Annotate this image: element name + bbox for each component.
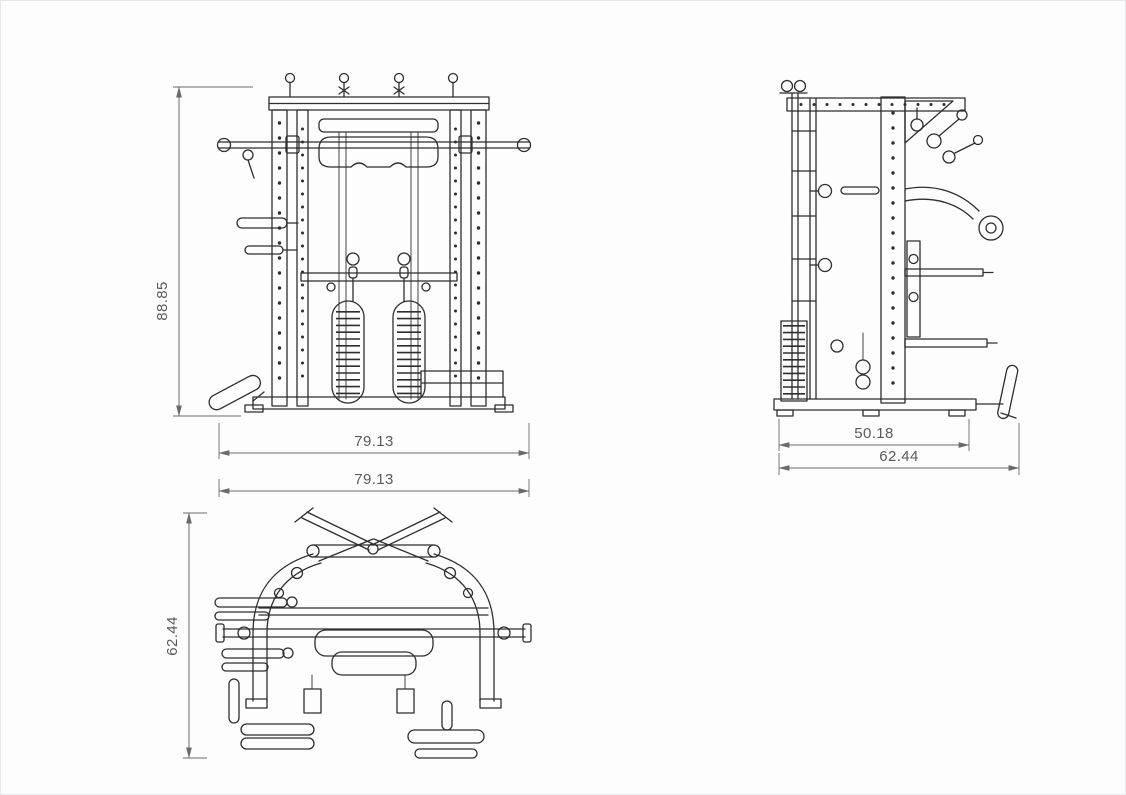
center-pulleys-icon	[346, 252, 411, 302]
guide-rods	[338, 131, 419, 400]
side-adjust-knobs	[910, 107, 984, 164]
side-top-beam	[786, 97, 966, 112]
dim-side-inner: 50.18	[778, 419, 970, 451]
dim-front-width: 79.13	[218, 423, 530, 459]
side-top-pulleys-icon	[779, 79, 808, 94]
dim-label-front-width: 79.13	[354, 433, 394, 450]
front-uprights	[271, 109, 487, 407]
dim-label-side-inner: 50.18	[854, 425, 894, 442]
front-base	[208, 370, 514, 413]
side-double-pulley-icon	[855, 332, 871, 390]
dim-label-side-overall: 62.44	[879, 448, 919, 465]
front-mid-crossbar	[300, 272, 458, 292]
front-left-attachments	[236, 149, 299, 255]
side-main-upright	[880, 96, 954, 404]
side-base	[773, 364, 1019, 420]
press-arm	[904, 186, 1004, 241]
top-smith-bar	[215, 623, 532, 643]
top-bottom-pads	[240, 700, 485, 759]
dim-label-top-depth: 62.44	[164, 616, 181, 656]
front-view	[208, 72, 532, 413]
dim-label-top-width: 79.13	[354, 471, 394, 488]
top-view	[214, 507, 532, 759]
front-center-pads	[318, 118, 439, 168]
dim-top-width: 79.13	[218, 471, 530, 497]
side-left-tower	[791, 92, 817, 400]
dim-side-overall: 62.44	[778, 423, 1020, 475]
top-press-arms	[294, 507, 453, 562]
side-mid-bars	[904, 240, 998, 348]
weight-stack-right	[392, 300, 426, 404]
smith-bar	[216, 135, 532, 154]
top-cross-member	[258, 607, 489, 616]
weight-stack-left	[331, 300, 365, 404]
side-weight-stack	[780, 320, 808, 402]
dim-top-depth: 62.44	[164, 512, 207, 759]
top-hooks-icon	[284, 72, 459, 98]
side-view	[773, 79, 1019, 420]
dim-label-front-height: 88.85	[154, 281, 171, 321]
top-side-rails	[245, 553, 502, 709]
dim-front-height: 88.85	[154, 86, 253, 417]
top-left-attachments	[214, 596, 298, 724]
side-tower-handles	[809, 183, 880, 353]
top-bench-pad	[303, 629, 434, 714]
